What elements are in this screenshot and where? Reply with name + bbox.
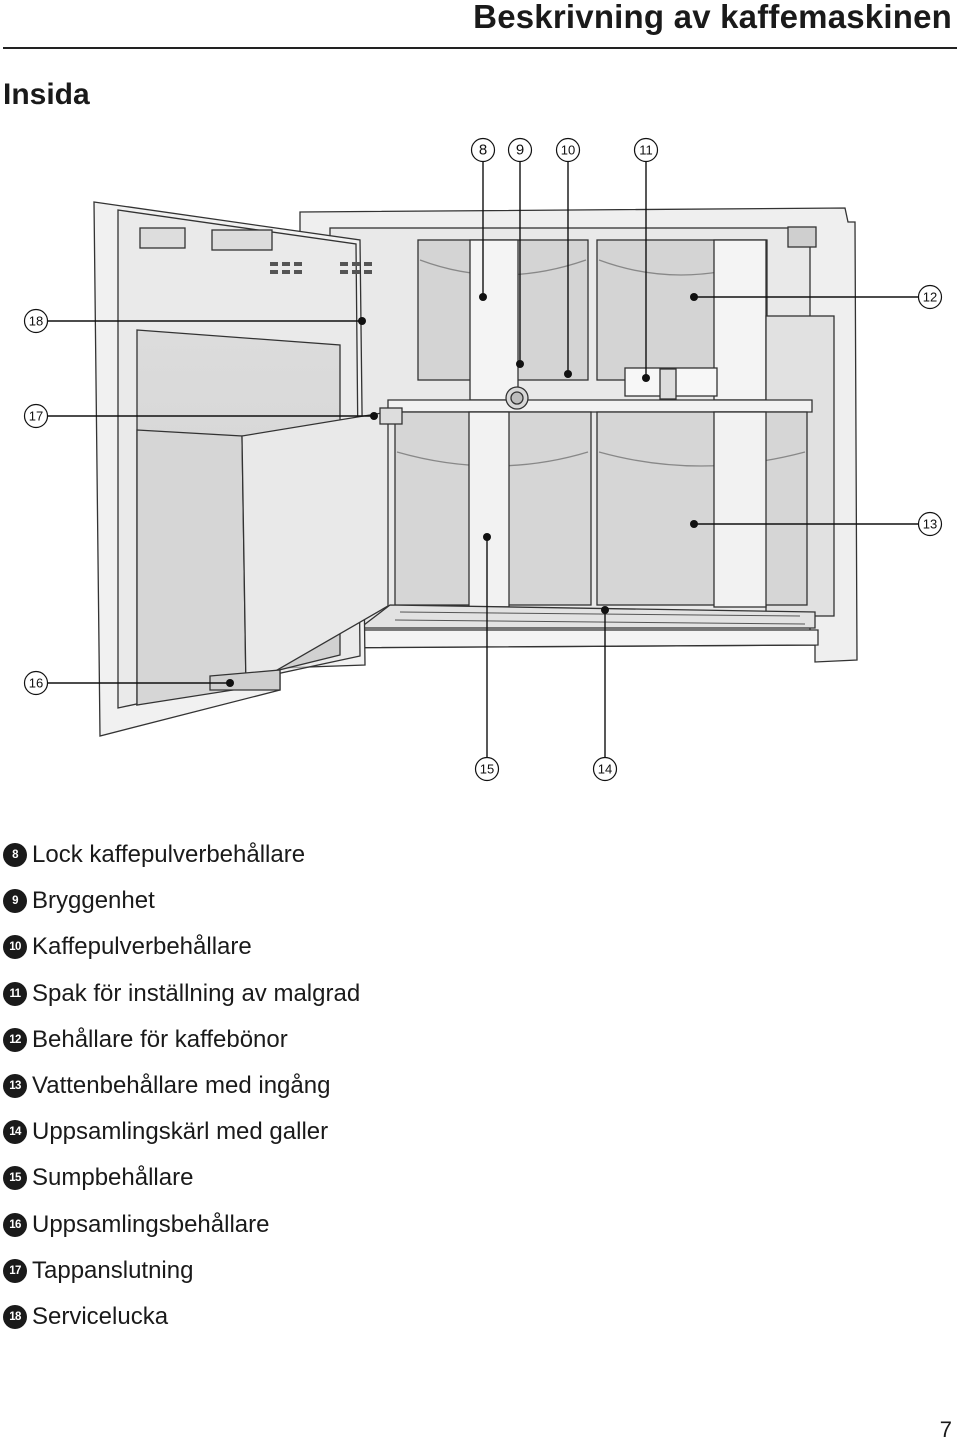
legend-text: Vattenbehållare med ingång (32, 1072, 331, 1100)
legend-number-badge: 14 (3, 1120, 27, 1145)
legend-text: Uppsamlingsbehållare (32, 1210, 270, 1238)
coffee-machine-interior-diagram: 8 9 10 11 12 13 14 15 16 17 18 (23, 137, 943, 782)
callout-label: 11 (639, 143, 653, 158)
callout-label: 9 (516, 142, 524, 159)
legend-number-badge: 9 (3, 889, 27, 914)
legend-number-badge: 10 (3, 935, 27, 960)
legend-number-badge: 17 (3, 1258, 27, 1283)
legend-text: Lock kaffepulverbehållare (32, 841, 306, 869)
callout-leaders (48, 160, 918, 758)
legend-text: Sumpbehållare (32, 1164, 194, 1192)
callout-label: 14 (598, 762, 612, 777)
callout-label: 10 (561, 143, 575, 158)
callout-label: 8 (479, 142, 487, 159)
legend-text: Bryggenhet (32, 887, 155, 915)
section-title: Insida (3, 78, 90, 111)
callout-dots (226, 293, 698, 687)
callout-label: 18 (29, 314, 43, 329)
callout-label: 17 (29, 409, 43, 424)
legend-text: Servicelucka (32, 1302, 169, 1330)
legend-text: Tappanslutning (32, 1256, 194, 1284)
legend-number-badge: 13 (3, 1074, 27, 1099)
legend-number-badge: 16 (3, 1212, 27, 1237)
machine-door (93, 201, 403, 737)
callout-label: 13 (923, 517, 937, 532)
legend-text: Behållare för kaffebönor (32, 1025, 288, 1053)
legend-number-badge: 8 (3, 843, 27, 868)
page-header-title: Beskrivning av kaffemaskinen (473, 0, 952, 35)
callout-circles (23, 137, 943, 782)
callout-label: 15 (480, 762, 494, 777)
legend-number-badge: 11 (3, 981, 27, 1006)
legend-number-badge: 18 (3, 1304, 27, 1329)
page-number: 7 (939, 1417, 952, 1442)
legend-number-badge: 12 (3, 1027, 27, 1052)
legend-text: Spak för inställning av malgrad (32, 979, 361, 1007)
header-divider (3, 47, 957, 49)
legend-number-badge: 15 (3, 1166, 27, 1191)
legend-text: Kaffepulverbehållare (32, 933, 252, 961)
legend-text: Uppsamlingskärl med galler (32, 1118, 329, 1146)
callout-label: 16 (29, 676, 43, 691)
callout-label: 12 (923, 290, 937, 305)
